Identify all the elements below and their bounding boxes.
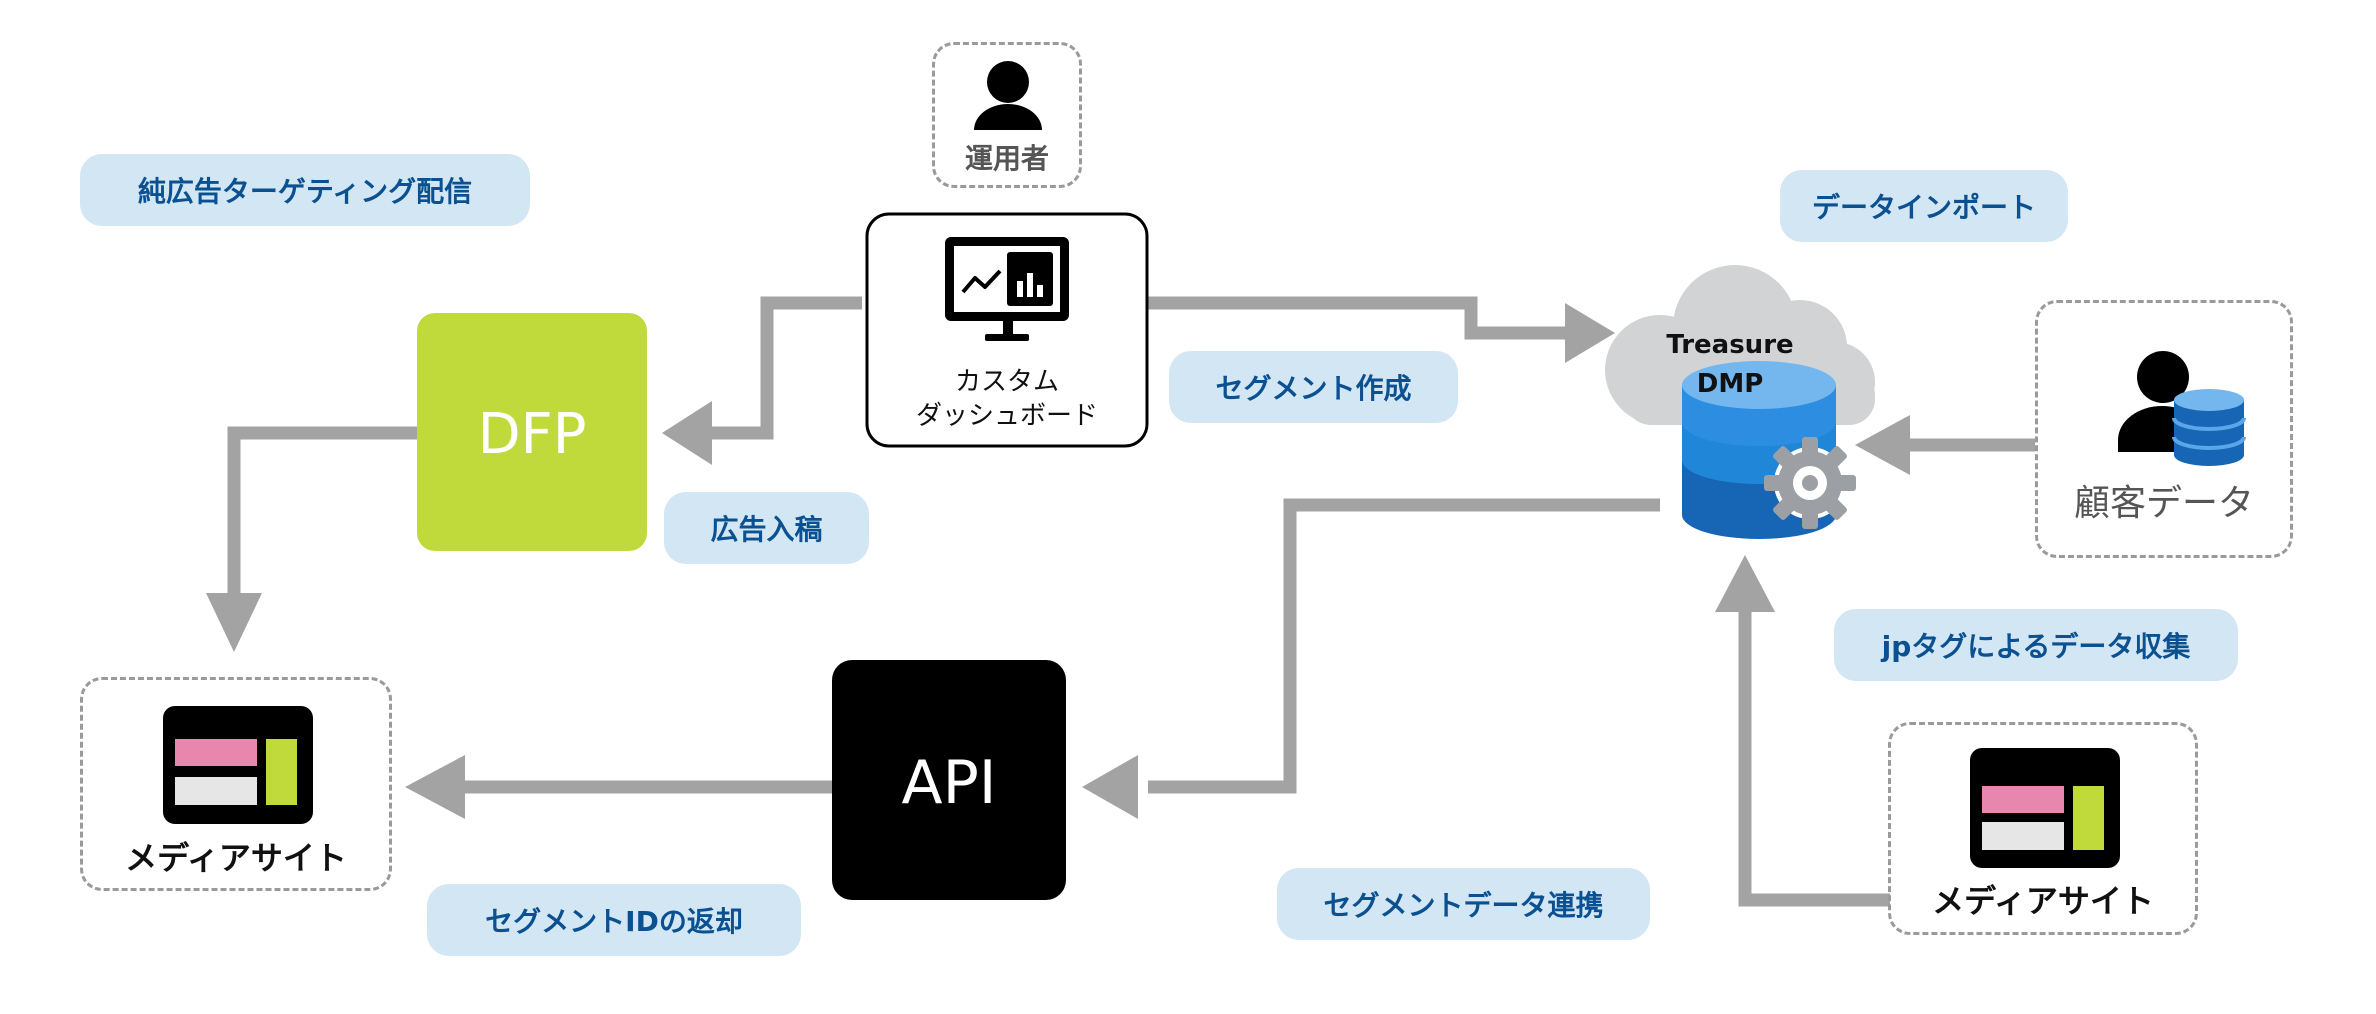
dashboard-label-line2: ダッシュボード bbox=[915, 401, 1098, 431]
treasure-label-line2: DMP bbox=[1696, 369, 1764, 399]
media-site-left-container bbox=[80, 677, 392, 891]
dfp-label: DFP bbox=[477, 402, 587, 467]
arrowhead bbox=[405, 755, 465, 819]
arrowhead bbox=[1855, 415, 1910, 475]
arrowhead bbox=[1565, 303, 1615, 363]
tag-ad-submit: 広告入稿 bbox=[664, 492, 869, 564]
media-site-left-label: メディアサイト bbox=[125, 839, 347, 877]
customer-data-label: 顧客データ bbox=[2073, 483, 2254, 524]
media-site-right-label: メディアサイト bbox=[1932, 882, 2154, 920]
arrowhead bbox=[206, 593, 262, 652]
arrowhead bbox=[1082, 755, 1138, 819]
cloud-database-gear-icon bbox=[1605, 265, 1875, 539]
treasure-label-line1: Treasure bbox=[1666, 330, 1794, 360]
connector-dashboard-to-treasure bbox=[1146, 296, 1570, 340]
dashboard-label-line1: カスタム bbox=[954, 367, 1059, 397]
connector-dfp-to-media bbox=[227, 426, 417, 593]
web-layout-icon bbox=[163, 706, 313, 824]
person-database-icon bbox=[2118, 351, 2246, 466]
tag-segment-id-return: セグメントIDの返却 bbox=[427, 884, 801, 956]
arrowhead bbox=[1715, 555, 1775, 612]
operator-container bbox=[932, 42, 1082, 188]
arrowhead bbox=[662, 401, 712, 465]
media-site-right-container bbox=[1888, 722, 2198, 935]
operator-label: 運用者 bbox=[964, 142, 1049, 175]
connector-dashboard-to-dfp bbox=[712, 296, 862, 440]
tag-segment-data-link: セグメントデータ連携 bbox=[1277, 868, 1650, 940]
web-layout-icon bbox=[1970, 748, 2120, 868]
connector-media-to-treasure bbox=[1738, 610, 1890, 907]
customer-data-container bbox=[2035, 300, 2293, 558]
api-box bbox=[832, 660, 1066, 900]
tag-segment-create: セグメント作成 bbox=[1169, 351, 1458, 423]
tag-jp-tag-collection: jpタグによるデータ収集 bbox=[1834, 609, 2238, 681]
connector-treasure-to-api bbox=[1148, 498, 1660, 794]
api-label: API bbox=[901, 748, 997, 818]
person-icon bbox=[974, 61, 1042, 130]
dfp-box bbox=[417, 313, 647, 551]
tag-data-import: データインポート bbox=[1780, 170, 2068, 242]
monitor-chart-icon bbox=[945, 237, 1069, 341]
tag-pure-ad-targeting: 純広告ターゲティング配信 bbox=[80, 154, 530, 226]
